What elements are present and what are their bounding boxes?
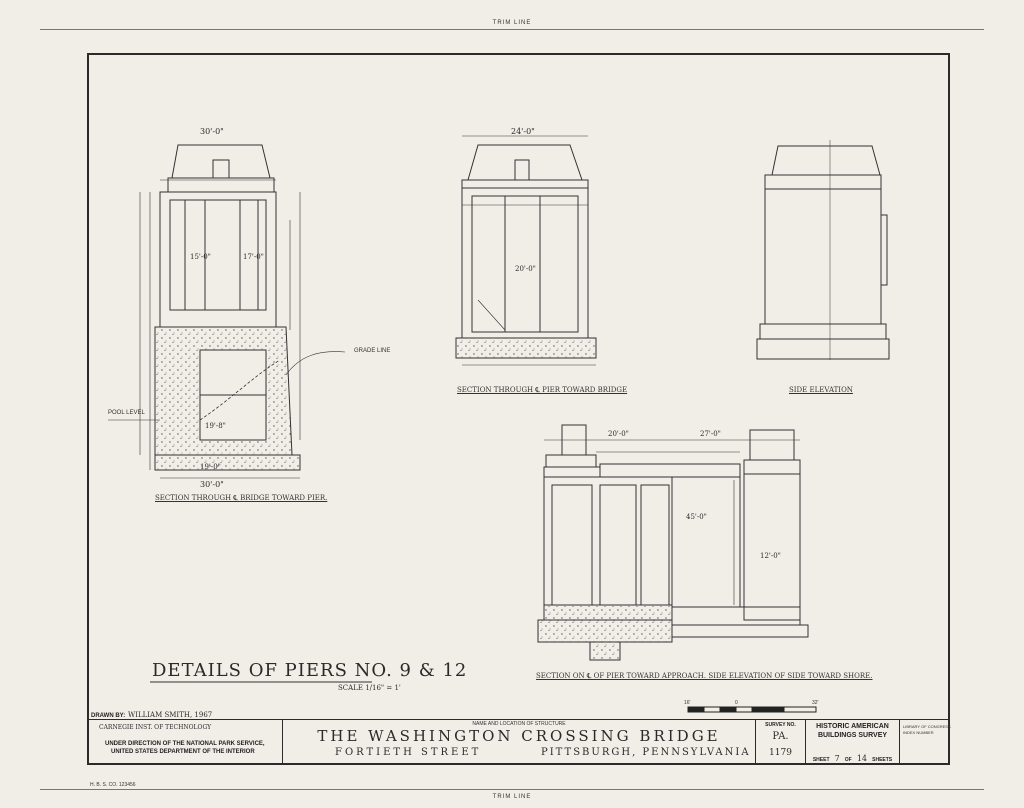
title-block-agency-cell: CARNEGIE INST. OF TECHNOLOGY UNDER DIREC… <box>87 720 283 765</box>
dim-d9: 12'-0" <box>760 552 781 560</box>
sheet-of: OF <box>844 757 852 763</box>
title-block: CARNEGIE INST. OF TECHNOLOGY UNDER DIREC… <box>87 719 951 765</box>
pier-section-caption: SECTION THROUGH ℄ BRIDGE TOWARD PIER. <box>155 494 328 502</box>
sheet-counter: SHEET 7 OF 14 SHEETS <box>806 746 899 765</box>
survey-name-2: BUILDINGS SURVEY <box>817 732 888 739</box>
title-block-survey-cell: SURVEY NO. PA. 1179 <box>756 720 806 765</box>
dim-d6: 27'-0" <box>700 430 721 438</box>
approach-section-drawing <box>537 424 809 661</box>
dim-d5: 45'-0" <box>686 513 707 521</box>
dim-d4: 20'-0" <box>515 265 536 273</box>
trim-line-bottom-label: TRIM LINE <box>492 794 532 800</box>
approach-section-caption: SECTION ON ℄ OF PIER TOWARD APPROACH. SI… <box>536 672 873 680</box>
side-elevation-drawing <box>756 140 890 360</box>
dim-d7: 20'-0" <box>608 430 629 438</box>
dim-mid-width: 24'-0" <box>511 127 535 136</box>
scale-note: SCALE 1/16" = 1' <box>338 684 401 692</box>
main-title: DETAILS OF PIERS NO. 9 & 12 <box>152 660 468 681</box>
survey-number: 1179 <box>769 748 792 758</box>
structure-name: THE WASHINGTON CROSSING BRIDGE <box>317 727 721 745</box>
trim-line-top <box>40 29 984 30</box>
survey-label: SURVEY NO. <box>765 722 796 728</box>
structure-street: FORTIETH STREET <box>335 747 482 758</box>
institution: CARNEGIE INST. OF TECHNOLOGY <box>99 724 212 731</box>
sheet-number: 7 <box>834 754 840 763</box>
pier-section-drawing <box>108 144 346 479</box>
title-block-habs-cell: HISTORIC AMERICAN BUILDINGS SURVEY SHEET… <box>806 720 900 765</box>
bar-scale-right: 32' <box>812 700 819 706</box>
trim-line-top-label: TRIM LINE <box>492 20 532 26</box>
survey-state: PA. <box>772 731 789 742</box>
dim-d3: 17'-0" <box>243 253 264 261</box>
sheets-word: SHEETS <box>872 757 893 763</box>
bar-scale <box>687 706 817 713</box>
structure-label: NAME AND LOCATION OF STRUCTURE <box>472 721 566 727</box>
sheet-label: SHEET <box>812 757 830 763</box>
dim-d2: 19'-0" <box>200 463 221 471</box>
footer-code: H. B. S. CO. 123456 <box>90 782 136 788</box>
dim-base-width: 30'-0" <box>200 480 224 489</box>
drawn-by-label: DRAWN BY: <box>91 713 126 719</box>
agency-line-2: UNITED STATES DEPARTMENT OF THE INTERIOR <box>111 749 255 755</box>
side-elevation-caption: SIDE ELEVATION <box>789 386 853 394</box>
library-note-1: LIBRARY OF CONGRESS <box>903 724 951 729</box>
sheet-total: 14 <box>856 754 868 763</box>
drawing-border <box>87 53 950 765</box>
dim-top-width: 30'-0" <box>200 127 224 136</box>
agency-line-1: UNDER DIRECTION OF THE NATIONAL PARK SER… <box>105 741 265 747</box>
survey-name-1: HISTORIC AMERICAN <box>816 723 889 730</box>
bar-scale-mid: 0 <box>735 700 738 706</box>
drawn-by: WILLIAM SMITH, 1967 <box>128 711 213 719</box>
trim-line-bottom <box>40 789 984 790</box>
title-block-structure-cell: NAME AND LOCATION OF STRUCTURE THE WASHI… <box>283 720 756 765</box>
dim-d1: 15'-0" <box>190 253 211 261</box>
pool-level-label: POOL LEVEL <box>108 410 145 416</box>
dim-d8: 19'-8" <box>205 422 226 430</box>
bar-scale-left: 16' <box>684 700 691 706</box>
library-note-2: INDEX NUMBER <box>903 730 934 735</box>
title-block-index-cell: LIBRARY OF CONGRESS INDEX NUMBER <box>900 720 951 765</box>
grade-line-label: GRADE LINE <box>354 348 391 354</box>
section-bridge-caption: SECTION THROUGH ℄ PIER TOWARD BRIDGE <box>457 386 628 394</box>
section-toward-bridge-drawing <box>455 135 597 366</box>
structure-city: PITTSBURGH, PENNSYLVANIA <box>541 747 751 758</box>
